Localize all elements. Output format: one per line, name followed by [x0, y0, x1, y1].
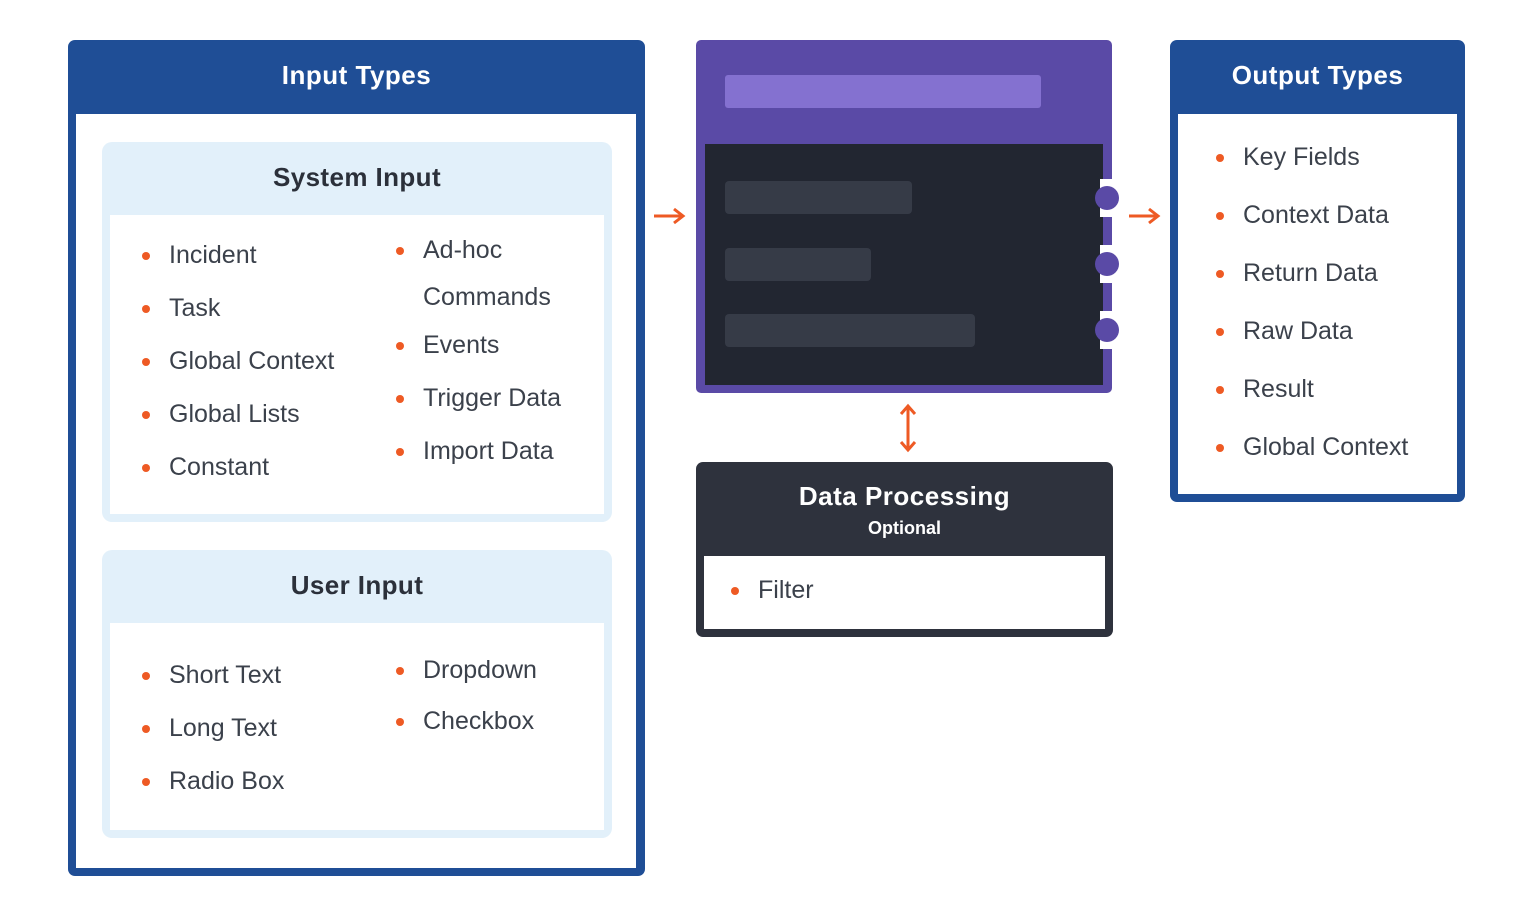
list-item-label: Import Data — [423, 437, 554, 465]
bullet-dot-icon — [396, 342, 404, 350]
list-item-label: Key Fields — [1243, 143, 1360, 171]
data-processing-body — [704, 556, 1105, 629]
list-item-label: Result — [1243, 375, 1314, 403]
input-types-title: Input Types — [281, 60, 432, 90]
port-dot-icon[interactable] — [1095, 186, 1119, 210]
system-input-list-col2: Ad-hoc Commands Events Trigger Data Impo… — [396, 232, 561, 486]
node-block — [696, 40, 1112, 393]
output-types-title: Output Types — [1231, 60, 1404, 90]
bullet-dot-icon — [1216, 328, 1224, 336]
list-item: Key Fields — [1216, 139, 1408, 197]
list-item-label: Task — [169, 294, 221, 322]
node-field-placeholder — [725, 248, 871, 281]
list-item-label: Constant — [169, 453, 270, 481]
data-processing-title: Data Processing — [798, 481, 1011, 511]
list-item: Context Data — [1216, 197, 1408, 255]
arrow-updown-icon — [899, 403, 917, 453]
bullet-dot-icon — [1216, 386, 1224, 394]
list-item: Radio Box — [142, 763, 284, 816]
list-item-label: Raw Data — [1243, 317, 1353, 345]
list-item: Events — [396, 327, 561, 380]
list-item-label: Dropdown — [423, 656, 537, 684]
list-item-label: Context Data — [1243, 201, 1389, 229]
bullet-dot-icon — [142, 725, 150, 733]
list-item: Global Lists — [142, 396, 334, 449]
bullet-dot-icon — [1216, 270, 1224, 278]
output-types-panel: Output Types — [1170, 40, 1465, 502]
bullet-dot-icon — [142, 305, 150, 313]
list-item: Return Data — [1216, 255, 1408, 313]
data-processing-list: Filter — [731, 572, 814, 612]
bullet-dot-icon — [142, 464, 150, 472]
list-item-continuation: Commands — [396, 279, 561, 327]
list-item: Global Context — [142, 343, 334, 396]
list-item: Import Data — [396, 433, 561, 486]
output-types-body — [1178, 114, 1457, 494]
user-input-list-col2: Dropdown Checkbox — [396, 652, 537, 754]
user-input-body — [110, 623, 604, 830]
system-input-body — [110, 215, 604, 514]
list-item: Short Text — [142, 657, 284, 710]
list-item-label: Incident — [169, 241, 257, 269]
list-item-label: Global Lists — [169, 400, 300, 428]
bullet-dot-icon — [396, 718, 404, 726]
list-item: Checkbox — [396, 703, 537, 754]
bullet-dot-icon — [142, 778, 150, 786]
list-item-label: Radio Box — [169, 767, 285, 795]
list-item-label: Events — [423, 331, 500, 359]
node-field-placeholder — [725, 181, 912, 214]
node-header-bar — [725, 75, 1041, 108]
list-item-label: Commands — [423, 283, 551, 311]
list-item-label: Filter — [758, 576, 814, 604]
list-item: Global Context — [1216, 429, 1408, 487]
list-item-label: Trigger Data — [423, 384, 562, 412]
list-item-label: Short Text — [169, 661, 282, 689]
bullet-dot-icon — [396, 448, 404, 456]
system-input-group: System Input — [102, 142, 612, 522]
bullet-dot-icon — [396, 667, 404, 675]
list-item: Ad-hoc — [396, 232, 561, 279]
bullet-dot-icon — [396, 395, 404, 403]
bullet-dot-icon — [396, 247, 404, 255]
arrow-right-icon — [654, 207, 686, 225]
system-input-list-col1: Incident Task Global Context Global List… — [142, 237, 334, 502]
bullet-dot-icon — [142, 672, 150, 680]
bullet-dot-icon — [142, 411, 150, 419]
list-item: Incident — [142, 237, 334, 290]
list-item-label: Checkbox — [423, 707, 535, 735]
data-processing-panel: Data Processing Optional — [696, 462, 1113, 637]
list-item: Dropdown — [396, 652, 537, 703]
list-item: Trigger Data — [396, 380, 561, 433]
list-item-label: Global Context — [1243, 433, 1409, 461]
list-item: Raw Data — [1216, 313, 1408, 371]
data-processing-subtitle: Optional — [868, 518, 941, 538]
list-item: Long Text — [142, 710, 284, 763]
list-item: Constant — [142, 449, 334, 502]
list-item-label: Global Context — [169, 347, 335, 375]
list-item: Task — [142, 290, 334, 343]
port-dot-icon[interactable] — [1095, 318, 1119, 342]
list-item: Result — [1216, 371, 1408, 429]
system-input-title: System Input — [272, 162, 442, 192]
output-types-list: Key Fields Context Data Return Data Raw … — [1216, 139, 1408, 487]
user-input-list-col1: Short Text Long Text Radio Box — [142, 657, 284, 816]
port-dot-icon[interactable] — [1095, 252, 1119, 276]
list-item-label: Return Data — [1243, 259, 1378, 287]
user-input-group: User Input — [102, 550, 612, 838]
bullet-dot-icon — [1216, 444, 1224, 452]
bullet-dot-icon — [1216, 154, 1224, 162]
bullet-dot-icon — [142, 358, 150, 366]
user-input-title: User Input — [290, 570, 424, 600]
list-item-label: Long Text — [169, 714, 277, 742]
node-field-placeholder — [725, 314, 975, 347]
bullet-dot-icon — [1216, 212, 1224, 220]
node-body — [705, 144, 1103, 385]
list-item: Filter — [731, 572, 814, 612]
list-item-label: Ad-hoc — [423, 236, 503, 264]
arrow-right-icon — [1129, 207, 1161, 225]
bullet-dot-icon — [142, 252, 150, 260]
bullet-dot-icon — [731, 587, 739, 595]
